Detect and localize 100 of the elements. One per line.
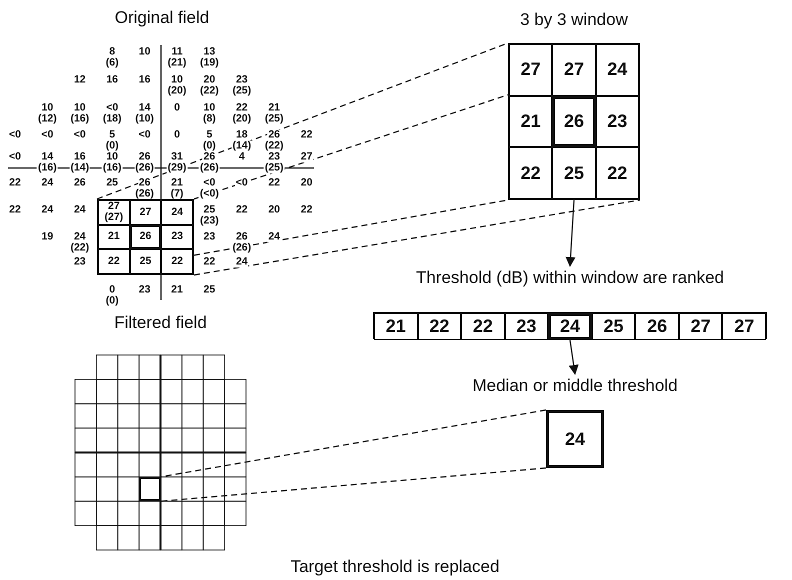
threshold-value: (29) <box>166 162 188 174</box>
threshold-value: (26) <box>134 162 155 174</box>
threshold-value: (14) <box>69 162 90 174</box>
threshold-value: 14 <box>138 102 152 114</box>
value-cell: 26 <box>635 313 679 340</box>
threshold-value: 21 <box>170 284 184 296</box>
threshold-value: 23 <box>267 152 282 162</box>
value-cell: 27 <box>509 44 552 96</box>
threshold-value: 31 <box>170 152 184 162</box>
threshold-value: (16) <box>37 162 58 174</box>
threshold-value: (14) <box>231 140 252 152</box>
section-heading: Threshold (dB) within window are ranked <box>416 267 724 289</box>
threshold-value: 24 <box>267 232 282 242</box>
threshold-value: <0 <box>72 130 87 140</box>
value-cell: 26 <box>130 224 162 250</box>
threshold-value: 26 <box>267 130 282 140</box>
threshold-value: 24 <box>40 178 54 188</box>
value-cell: 22 <box>509 147 552 199</box>
value-cell: 23 <box>504 313 548 340</box>
value-cell: 22 <box>161 249 193 274</box>
threshold-value: (7) <box>170 188 184 200</box>
threshold-value: 25 <box>202 204 216 216</box>
value-cell: 21 <box>509 96 552 148</box>
window-frame <box>97 199 194 275</box>
threshold-value: 5 <box>205 130 214 140</box>
threshold-value: (26) <box>199 162 220 174</box>
section-heading: Original field <box>114 7 210 29</box>
threshold-value: (22) <box>199 86 220 96</box>
threshold-value: 22 <box>234 102 249 114</box>
arrow <box>568 340 579 375</box>
threshold-value: 0 <box>108 284 116 296</box>
threshold-value: <0 <box>8 130 22 140</box>
threshold-value: 26 <box>138 178 152 188</box>
threshold-value: 26 <box>202 152 216 162</box>
threshold-value: <0 <box>8 152 22 162</box>
threshold-value: (12) <box>37 114 58 124</box>
threshold-value: 22 <box>300 204 314 216</box>
threshold-value: <0 <box>202 178 216 188</box>
value-cell: 22 <box>418 313 462 340</box>
connector-line <box>194 94 508 200</box>
threshold-value: (22) <box>69 242 90 254</box>
value-cell: 27 <box>552 44 596 96</box>
threshold-value: 23 <box>72 256 87 268</box>
connector-line <box>194 199 508 256</box>
value-cell: 26 <box>552 96 596 148</box>
threshold-value: 10 <box>40 102 54 114</box>
section-heading: 3 by 3 window <box>520 9 628 31</box>
section-heading: Filtered field <box>114 312 207 334</box>
threshold-value: 20 <box>267 204 282 216</box>
threshold-value: (16) <box>69 114 90 124</box>
threshold-value: 10 <box>202 102 216 114</box>
threshold-value: 16 <box>105 74 120 86</box>
threshold-value: (19) <box>199 58 220 68</box>
threshold-value: 24 <box>72 232 87 242</box>
threshold-value: 14 <box>40 152 54 162</box>
value-cell: 22 <box>461 313 505 340</box>
threshold-value: (0) <box>202 140 217 152</box>
threshold-value: (25) <box>264 162 285 174</box>
threshold-value: 24 <box>72 204 87 216</box>
threshold-value: 21 <box>267 102 282 114</box>
threshold-value: (16) <box>102 162 123 174</box>
value-cell: 21 <box>98 224 130 250</box>
value-cell: 25 <box>130 249 162 274</box>
threshold-value: 23 <box>202 232 216 242</box>
threshold-value: (22) <box>264 140 285 152</box>
threshold-value: 26 <box>138 152 152 162</box>
value-cell: 27 <box>722 313 766 340</box>
threshold-value: 11 <box>170 46 184 58</box>
value-cell: 24 <box>596 44 639 96</box>
threshold-value: 0 <box>173 102 181 114</box>
threshold-value: <0 <box>40 130 54 140</box>
threshold-value: (10) <box>134 114 155 124</box>
threshold-value: (26) <box>134 188 155 200</box>
threshold-value: 25 <box>202 284 216 296</box>
threshold-value: (26) <box>231 242 252 254</box>
threshold-value: 10 <box>138 46 152 58</box>
connector-line <box>160 467 546 502</box>
value-cell: 23 <box>596 96 639 148</box>
threshold-value: 27 <box>300 152 314 162</box>
connector-line <box>194 199 640 276</box>
value-cell: 27 <box>130 200 162 225</box>
threshold-value: 24 <box>234 256 249 268</box>
threshold-value: 26 <box>72 178 87 188</box>
threshold-value: 10 <box>170 74 184 86</box>
threshold-value: 25 <box>105 178 120 188</box>
threshold-value: (23) <box>199 216 220 226</box>
value-cell: 24 <box>548 313 592 340</box>
threshold-value: 23 <box>234 74 249 86</box>
threshold-value: 16 <box>72 152 87 162</box>
threshold-value: 13 <box>202 46 216 58</box>
threshold-value: 22 <box>267 178 282 188</box>
value-cell: 25 <box>592 313 636 340</box>
threshold-value: (21) <box>166 58 188 68</box>
threshold-value: 18 <box>234 130 249 140</box>
threshold-value: 26 <box>234 232 249 242</box>
value-cell: 22 <box>98 249 130 274</box>
value-cell: 25 <box>552 147 596 199</box>
threshold-value: 16 <box>138 74 152 86</box>
caption-text: Target threshold is replaced <box>290 556 500 578</box>
threshold-value: (20) <box>166 86 188 96</box>
